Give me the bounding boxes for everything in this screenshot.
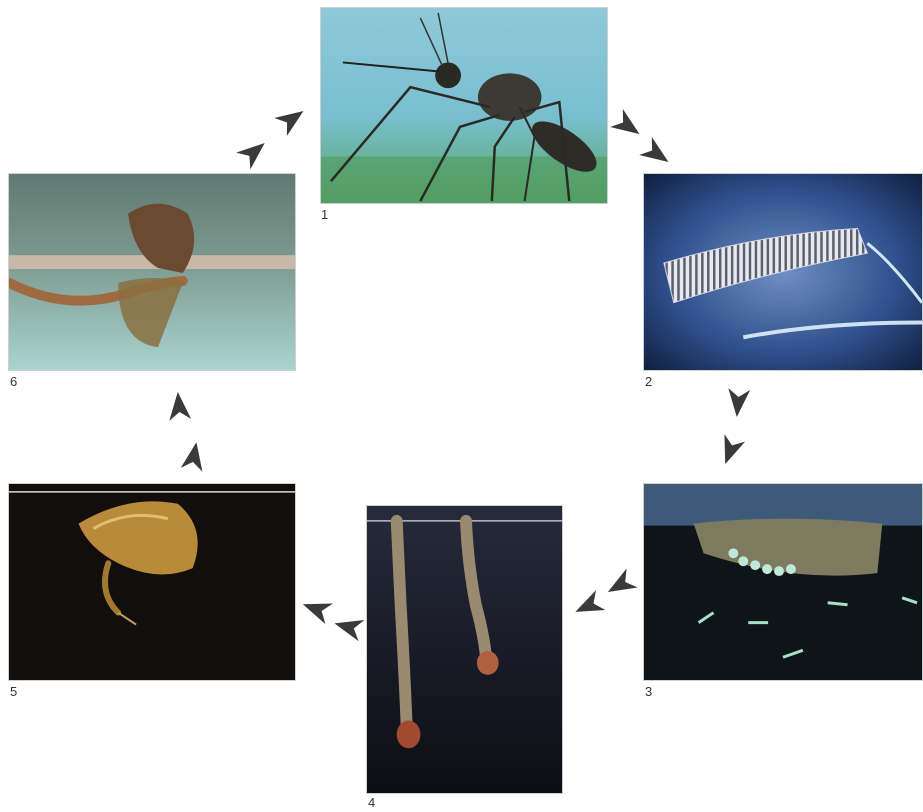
stage-number-6: 6 <box>10 375 17 389</box>
arrowhead-icon <box>332 613 365 641</box>
arrowhead-icon <box>639 137 675 171</box>
arrowhead-icon <box>571 590 606 622</box>
stage-number-4: 4 <box>368 796 375 810</box>
photo-hatching-larvae <box>643 483 923 681</box>
arrowhead-icon <box>726 388 750 418</box>
stage-number-5: 5 <box>10 685 17 699</box>
photo-adult-mosquito <box>320 7 608 204</box>
photo-pupa <box>8 483 296 681</box>
photo-larvae <box>366 505 563 794</box>
arrowhead-icon <box>167 391 191 421</box>
arrowhead-icon <box>610 109 646 143</box>
arrowhead-icon <box>274 102 310 136</box>
arrowhead-icon <box>299 594 333 624</box>
arrowhead-icon <box>236 135 272 170</box>
photo-emerging-adult <box>8 173 296 371</box>
arrowhead-icon <box>602 568 637 601</box>
arrowhead-icon <box>715 434 745 468</box>
arrowhead-icon <box>181 440 208 471</box>
stage-number-3: 3 <box>645 685 652 699</box>
stage-number-2: 2 <box>645 375 652 389</box>
photo-egg-raft <box>643 173 923 371</box>
stage-number-1: 1 <box>321 208 328 222</box>
